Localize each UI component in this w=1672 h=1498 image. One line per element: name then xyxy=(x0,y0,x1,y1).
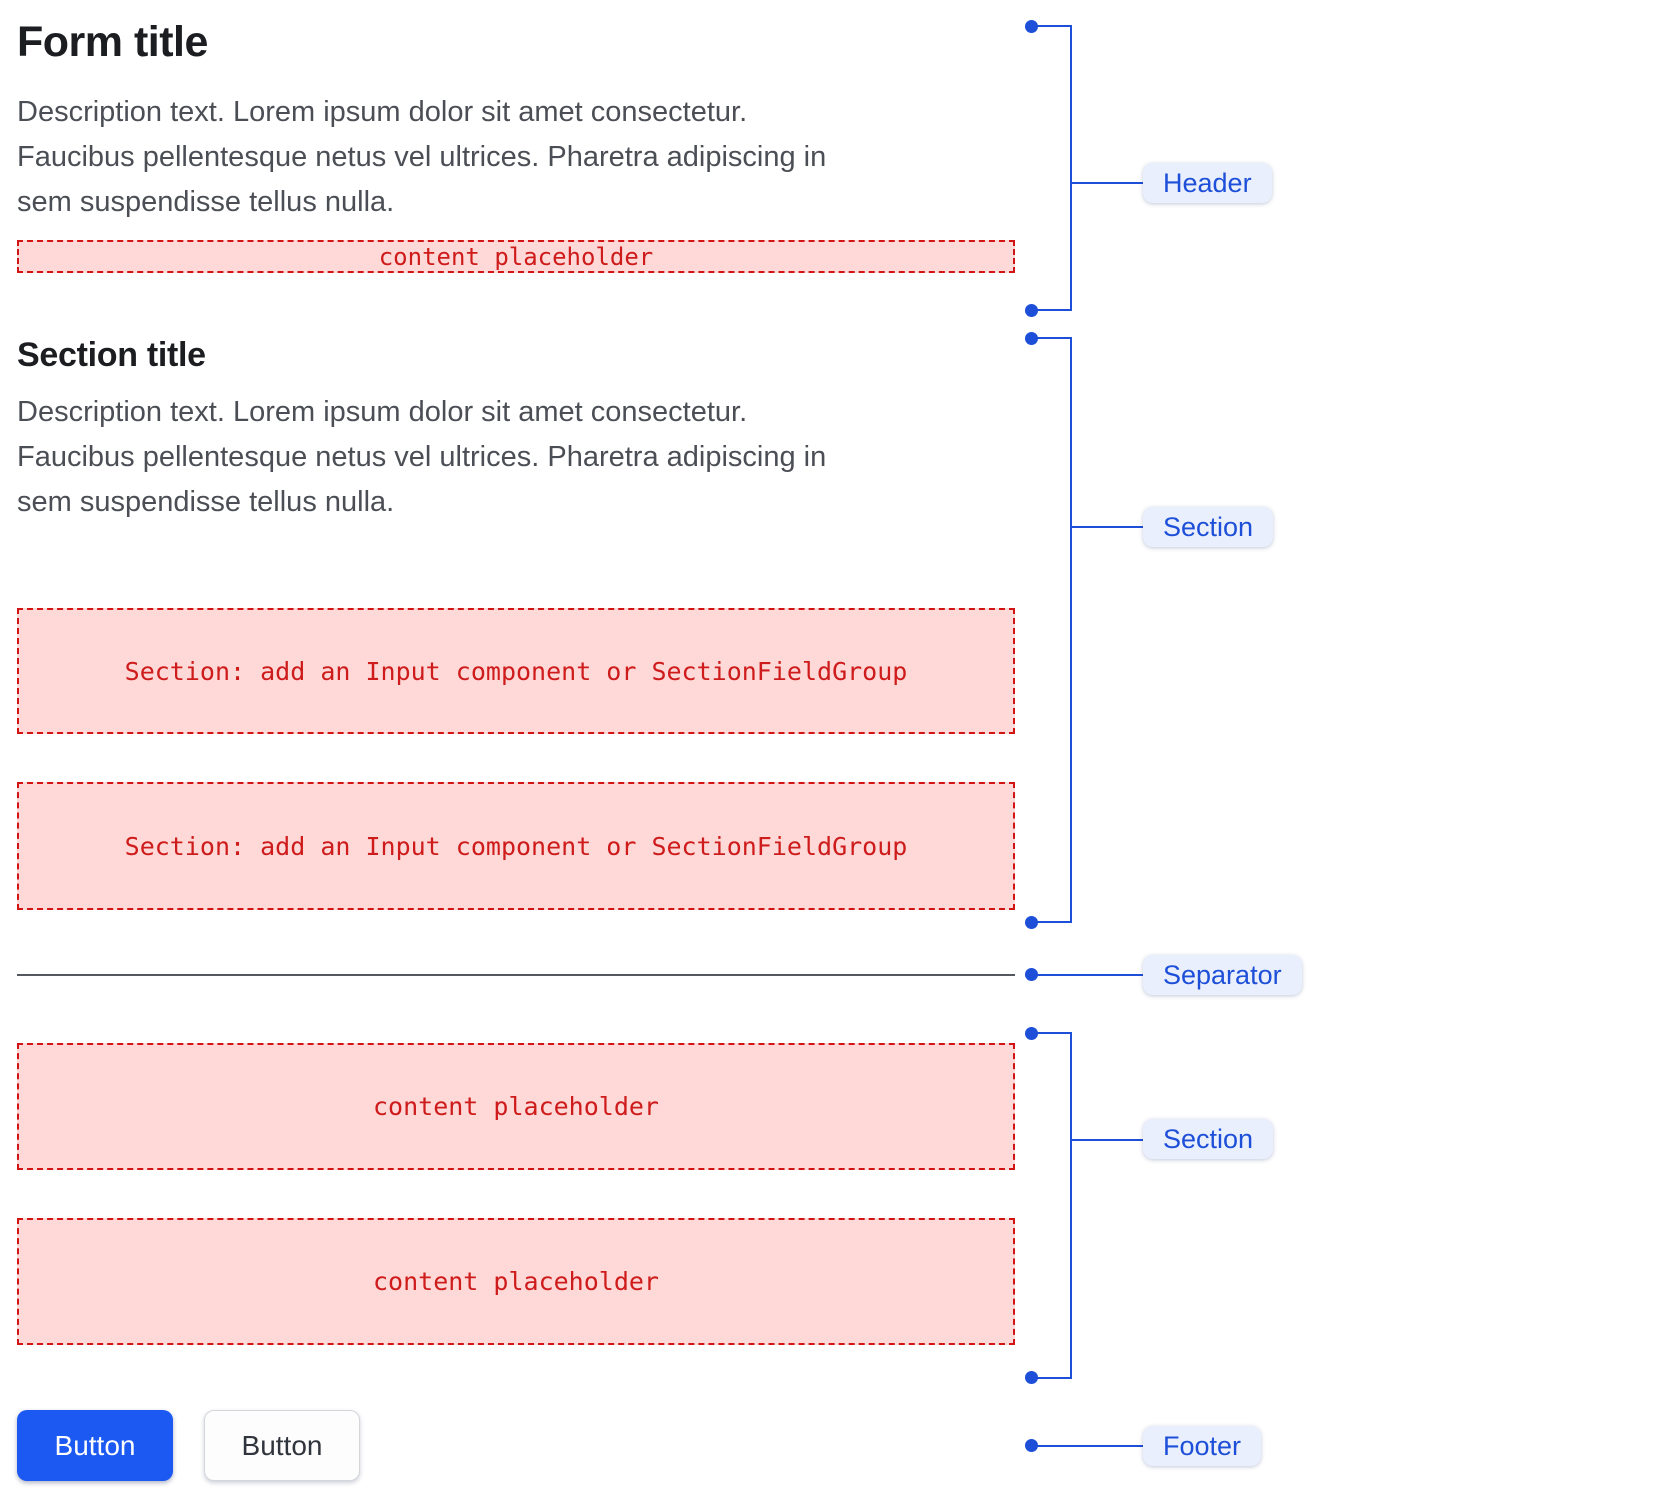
footer-annotation-label: Footer xyxy=(1143,1426,1262,1466)
form-title: Form title xyxy=(17,18,208,66)
section2-bracket-vertical xyxy=(1070,1032,1072,1379)
form-description: Description text. Lorem ipsum dolor sit … xyxy=(17,90,957,225)
section1-annotation-text: Section xyxy=(1163,511,1254,542)
separator-annotation-label: Separator xyxy=(1143,955,1302,995)
section1-bracket-bottom-line xyxy=(1031,921,1072,923)
separator-dot xyxy=(1025,968,1038,981)
section1-label-connector xyxy=(1072,526,1143,528)
placeholder-text: content placeholder xyxy=(373,1267,659,1296)
header-bracket-bottom-line xyxy=(1031,309,1072,311)
section2-bracket-bottom-line xyxy=(1031,1377,1072,1379)
placeholder-text: Section: add an Input component or Secti… xyxy=(124,656,908,686)
form-description-line: sem suspendisse tellus nulla. xyxy=(17,186,395,218)
form-description-line: Faucibus pellentesque netus vel ultrices… xyxy=(17,141,827,173)
form-description-line: Description text. Lorem ipsum dolor sit … xyxy=(17,96,748,128)
section-description-line: Description text. Lorem ipsum dolor sit … xyxy=(17,396,748,428)
header-annotation-label: Header xyxy=(1143,163,1272,203)
section2-annotation-text: Section xyxy=(1163,1123,1254,1154)
section-input-placeholder: Section: add an Input component or Secti… xyxy=(17,782,1015,910)
section1-bracket-top-line xyxy=(1031,337,1072,339)
section2-label-connector xyxy=(1072,1139,1143,1141)
header-bracket-bottom-dot xyxy=(1025,304,1038,317)
section-description-line: sem suspendisse tellus nulla. xyxy=(17,486,395,518)
footer-annotation-text: Footer xyxy=(1163,1430,1242,1461)
placeholder-text: Section: add an Input component or Secti… xyxy=(124,831,908,861)
section-content-placeholder: content placeholder xyxy=(17,1043,1015,1170)
header-label-connector xyxy=(1072,182,1143,184)
section2-annotation-label: Section xyxy=(1143,1119,1274,1159)
secondary-button[interactable]: Button xyxy=(204,1410,360,1481)
primary-button-label: Button xyxy=(54,1429,136,1461)
separator-label-connector xyxy=(1037,974,1143,976)
section1-annotation-label: Section xyxy=(1143,507,1274,547)
header-content-placeholder: content placeholder xyxy=(17,240,1015,273)
section2-bracket-top-line xyxy=(1031,1032,1072,1034)
placeholder-text: content placeholder xyxy=(373,1092,659,1121)
header-bracket-vertical xyxy=(1070,25,1072,311)
placeholder-text: content placeholder xyxy=(378,242,654,271)
separator-line xyxy=(17,974,1015,976)
section-description-line: Faucibus pellentesque netus vel ultrices… xyxy=(17,441,827,473)
section1-bracket-vertical xyxy=(1070,337,1072,923)
secondary-button-label: Button xyxy=(241,1429,323,1461)
section-content-placeholder: content placeholder xyxy=(17,1218,1015,1345)
section1-bracket-bottom-dot xyxy=(1025,916,1038,929)
footer-label-connector xyxy=(1037,1445,1143,1447)
header-bracket-top-line xyxy=(1031,25,1072,27)
section-title: Section title xyxy=(17,336,206,374)
section-description: Description text. Lorem ipsum dolor sit … xyxy=(17,390,957,525)
separator-annotation-text: Separator xyxy=(1163,959,1282,990)
primary-button[interactable]: Button xyxy=(17,1410,173,1481)
section-input-placeholder: Section: add an Input component or Secti… xyxy=(17,608,1015,734)
section2-bracket-bottom-dot xyxy=(1025,1371,1038,1384)
footer-dot xyxy=(1025,1439,1038,1452)
header-annotation-text: Header xyxy=(1163,167,1252,198)
